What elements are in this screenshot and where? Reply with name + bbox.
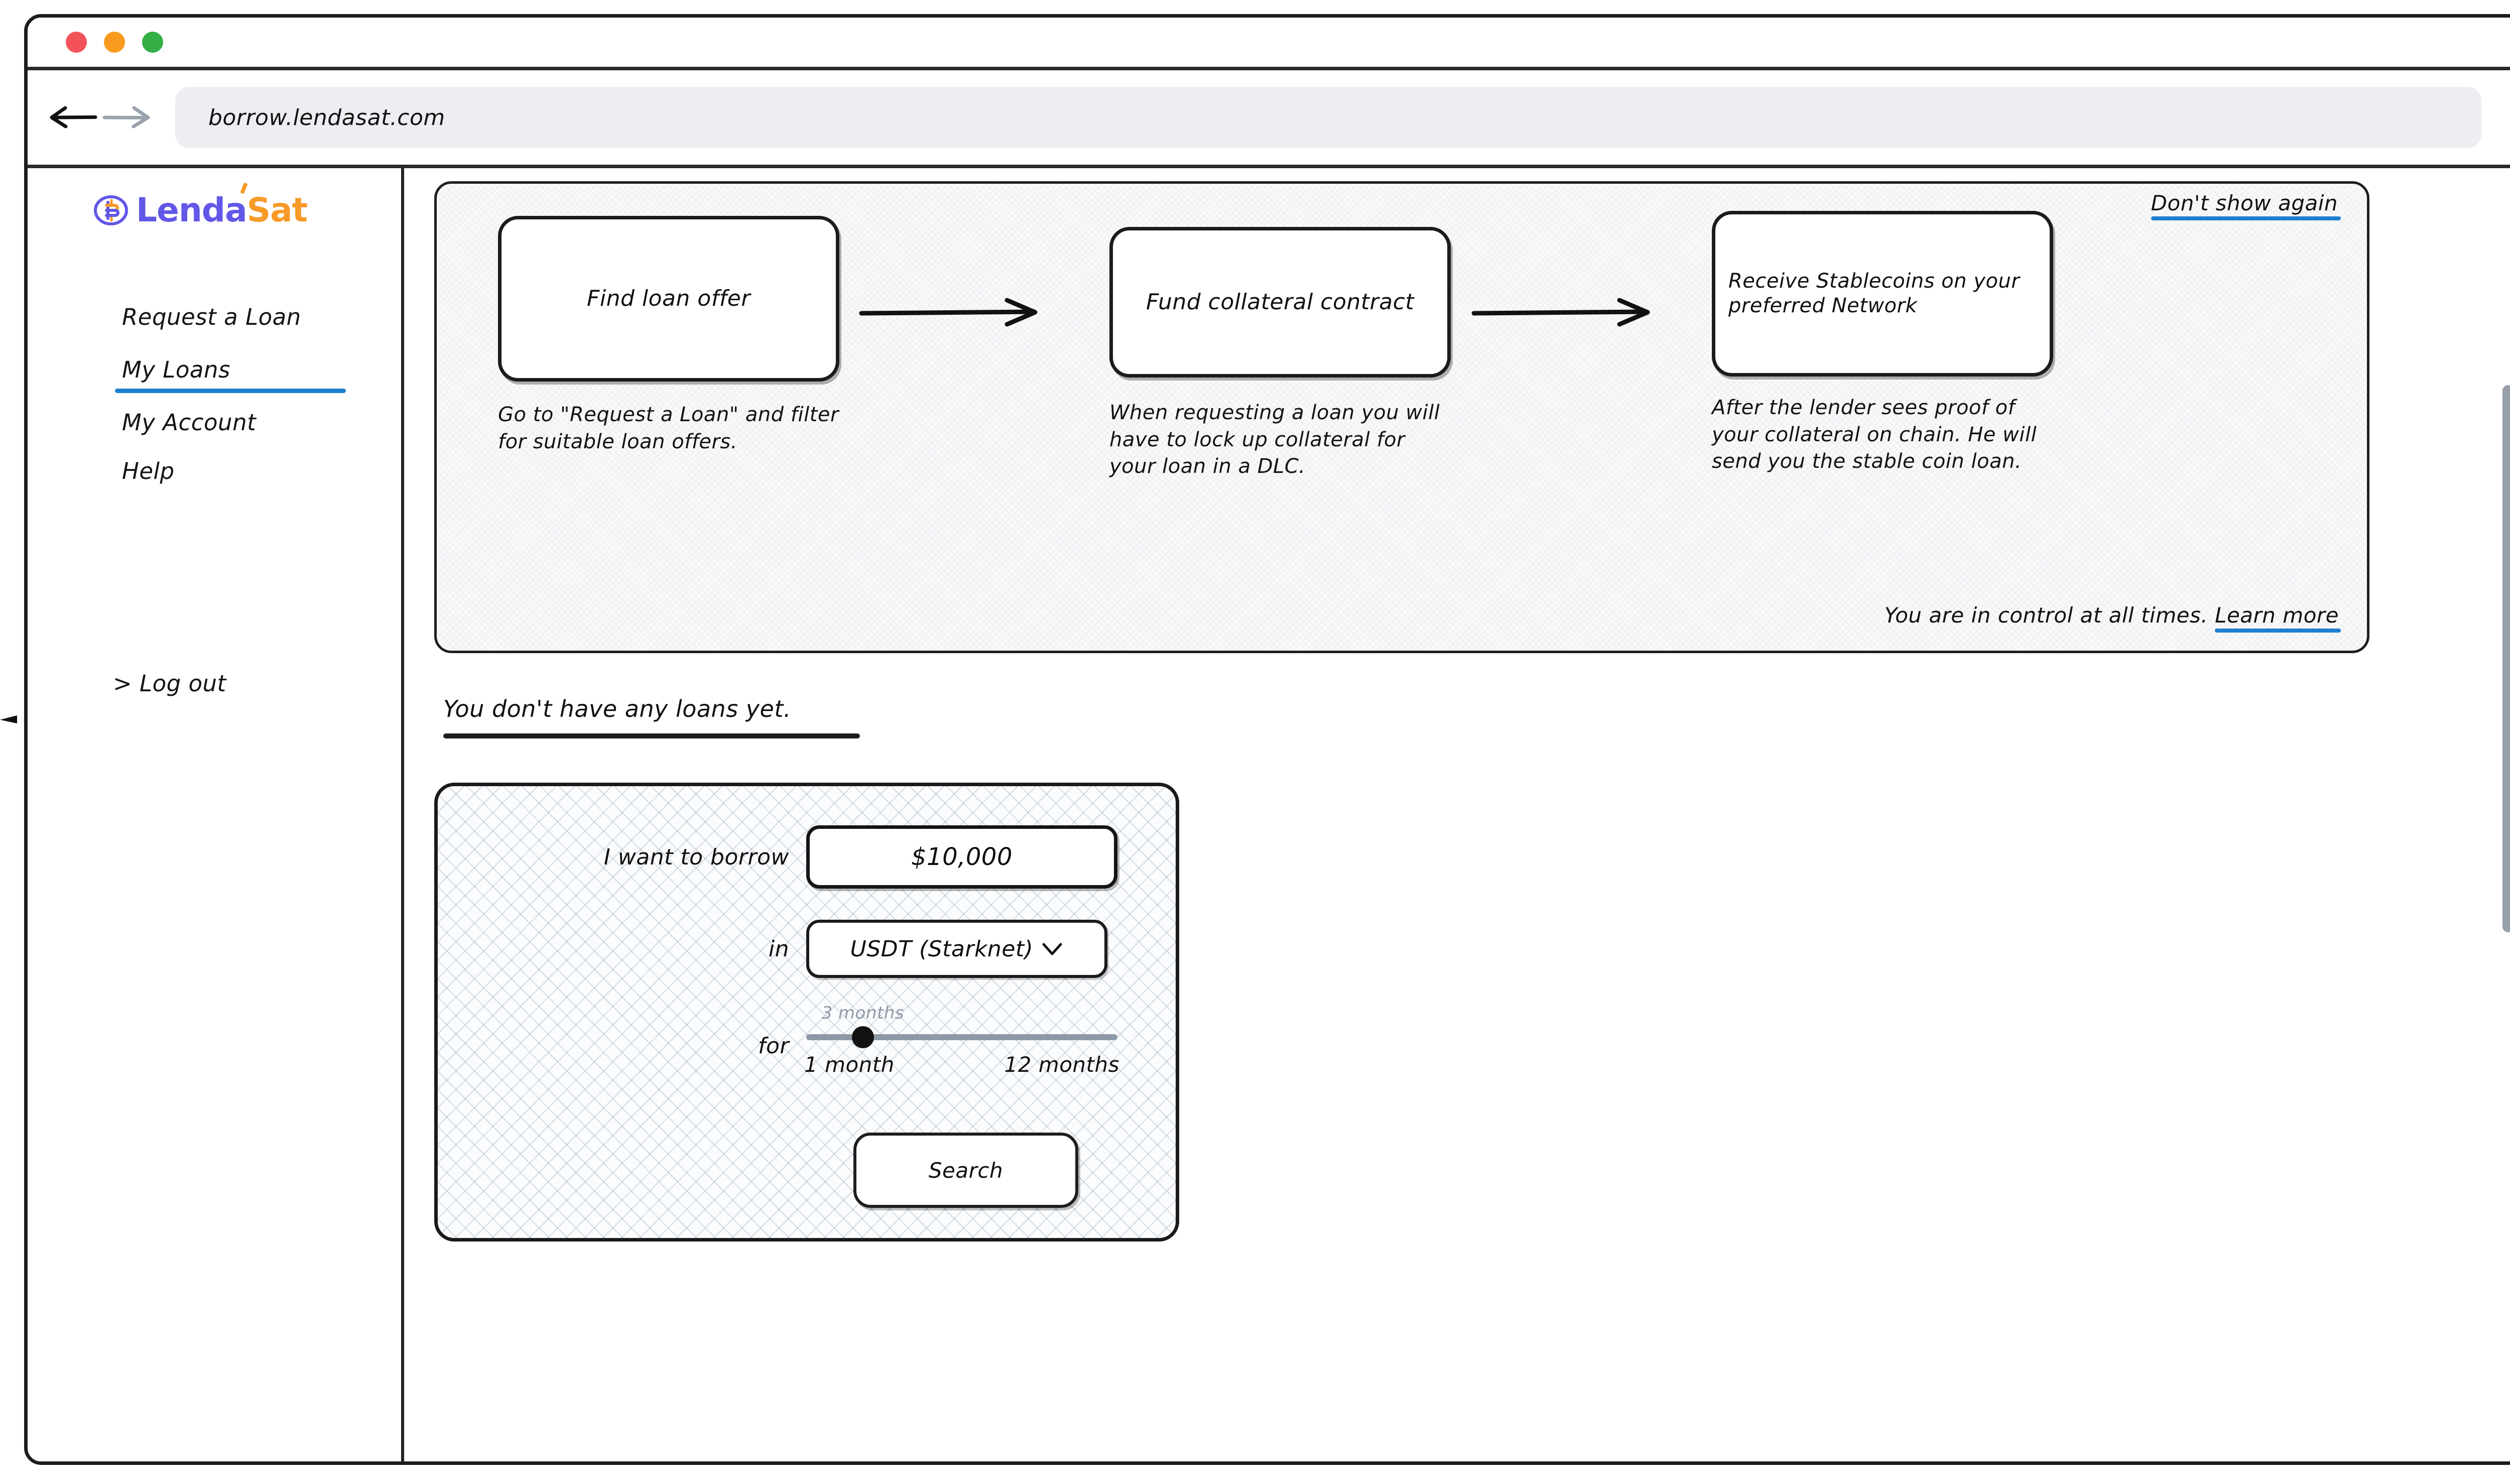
url-input[interactable]: borrow.lendasat.com [175,87,2481,148]
step-box: Find loan offer [498,216,839,382]
step-title: Find loan offer [587,286,750,312]
currency-label: in [768,936,789,962]
window-controls [66,32,163,53]
dont-show-again-label: Don't show again [2151,191,2338,215]
term-current-value: 3 months [821,1003,904,1023]
browser-addressbar: borrow.lendasat.com [28,70,2510,168]
step-title: Receive Stablecoins on your preferred Ne… [1728,270,2020,317]
main-panel: Don't show again Find loan offer Go to "… [404,168,2510,1461]
sidebar-item-label: Request a Loan [122,304,301,330]
maximize-window-button[interactable] [142,32,163,53]
slider-thumb[interactable] [851,1026,874,1048]
step-box: Fund collateral contract [1109,227,1451,378]
dont-show-again-link[interactable]: Don't show again [2151,191,2341,220]
brand-sat: Sat [246,191,308,229]
forward-arrow-icon[interactable] [98,92,153,143]
currency-select[interactable]: USDT (Starknet) [806,920,1107,978]
brand-accent-a: a [225,182,248,229]
search-button[interactable]: Search [853,1133,1078,1208]
step-title: Fund collateral contract [1146,289,1415,315]
sidebar-item-label: Help [122,458,175,484]
term-max-label: 12 months [1004,1052,1119,1077]
term-min-label: 1 month [804,1052,895,1077]
close-window-button[interactable] [66,32,87,53]
resize-handle-left[interactable] [0,715,17,723]
sidebar-item-label: My Account [122,409,257,436]
empty-state-text: You don't have any loans yet. [443,695,791,722]
currency-value: USDT (Starknet) [850,936,1034,962]
sidebar-item-help[interactable]: Help [122,449,383,492]
amount-label: I want to borrow [603,844,789,870]
chevron-down-icon [1042,943,1062,955]
step-description: When requesting a loan you will have to … [1109,401,1440,478]
brand-lenda: Lend [136,191,225,229]
term-slider[interactable]: 3 months 1 month 12 months [804,1003,1119,1088]
step-box: Receive Stablecoins on your preferred Ne… [1712,211,2053,377]
amount-row: I want to borrow $10,000 [438,825,1176,889]
sidebar-item-label: My Loans [122,356,230,383]
search-button-label: Search [928,1158,1003,1183]
link-underline [2215,629,2341,633]
empty-state-heading: You don't have any loans yet. [443,695,860,738]
term-row: for 3 months 1 month 12 months [438,1003,1176,1088]
back-arrow-icon[interactable] [47,92,102,143]
slider-track[interactable] [806,1034,1117,1040]
term-label: for [758,1033,789,1059]
active-indicator [115,389,346,393]
logout-button[interactable]: > Log out [113,670,226,697]
learn-more-label: Learn more [2215,603,2339,628]
sidebar-nav: Request a Loan My Loans My Account Help [115,295,383,492]
onboarding-step-2: Fund collateral contract When requesting… [1109,216,1451,480]
step-arrow-2-icon [1471,298,1650,327]
sidebar-item-my-account[interactable]: My Account [122,400,383,444]
browser-titlebar [28,18,2510,70]
step-description: Go to "Request a Loan" and filter for su… [498,403,839,453]
link-underline [2151,216,2341,220]
step-description: After the lender sees proof of your coll… [1712,396,2037,473]
sidebar-item-request-a-loan[interactable]: Request a Loan [122,295,383,338]
sidebar-item-my-loans[interactable]: My Loans [115,347,383,393]
borrow-search-card: I want to borrow $10,000 in USDT (Starkn… [434,783,1179,1242]
onboarding-banner: Don't show again Find loan offer Go to "… [434,181,2369,653]
minimize-window-button[interactable] [104,32,125,53]
learn-more-link[interactable]: Learn more [2215,603,2341,633]
bitcoin-circle-icon [94,195,128,225]
banner-footnote: You are in control at all times. Learn m… [1884,603,2341,633]
onboarding-step-3: Receive Stablecoins on your preferred Ne… [1712,211,2053,475]
onboarding-step-1: Find loan offer Go to "Request a Loan" a… [498,216,839,455]
amount-input[interactable]: $10,000 [806,825,1117,889]
banner-footnote-text: You are in control at all times. [1884,603,2208,628]
currency-row: in USDT (Starknet) [438,920,1176,978]
step-arrow-1-icon [859,298,1038,327]
heading-divider [443,733,860,738]
amount-value: $10,000 [911,843,1013,871]
url-text: borrow.lendasat.com [208,104,445,131]
main-scrollbar-thumb[interactable] [2502,385,2510,932]
